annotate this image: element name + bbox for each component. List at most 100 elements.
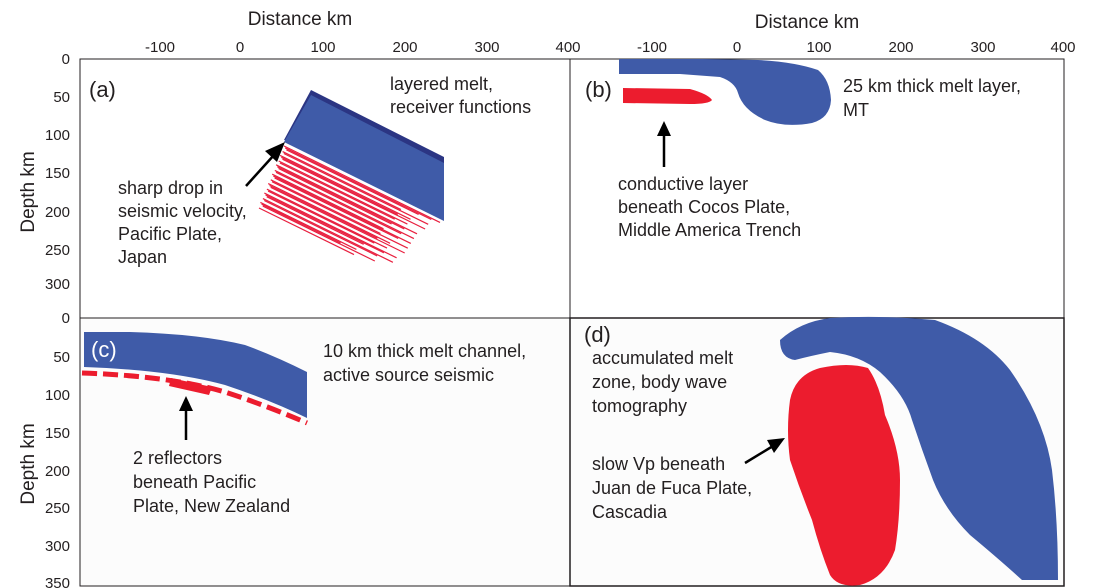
arrowhead-a <box>265 142 285 162</box>
melt-layer-line <box>274 177 399 240</box>
melt-layer-line <box>269 184 378 239</box>
panel-c-note-line: Plate, New Zealand <box>133 496 290 516</box>
panel-c-title-line: 10 km thick melt channel, <box>323 341 526 361</box>
x-tick-label: -100 <box>145 39 175 56</box>
panel-d-note-line: Juan de Fuca Plate, <box>592 478 752 498</box>
panel-b-title-line: 25 km thick melt layer, <box>843 76 1021 96</box>
y-axis-title-bottom: Depth km <box>18 423 39 504</box>
panel-b: (b) 25 km thick melt layer, MT conductiv… <box>585 59 1021 240</box>
panel-a-note-line: Japan <box>118 247 167 267</box>
panel-b-note-line: Middle America Trench <box>618 220 801 240</box>
arrowhead-c <box>179 396 193 411</box>
arrowhead-b <box>657 121 671 136</box>
melt-layer-lines-a <box>258 145 441 263</box>
panel-d: (d) accumulated melt zone, body wave tom… <box>584 316 1058 586</box>
arrowhead-d <box>767 438 785 453</box>
melt-layer-line <box>263 199 378 257</box>
panel-b-title-line: MT <box>843 100 869 120</box>
melt-layer-b <box>619 59 831 125</box>
y-tick-label: 100 <box>45 387 70 404</box>
melt-layer-line <box>278 160 408 225</box>
panel-d-title-line: accumulated melt <box>592 348 733 368</box>
panel-d-title-line: tomography <box>592 396 687 416</box>
melt-layer-line <box>264 192 397 259</box>
panel-d-letter: (d) <box>584 322 611 347</box>
panel-a-title-line: layered melt, <box>390 74 493 94</box>
melt-layer-line <box>266 196 364 245</box>
melt-layer-line <box>262 205 376 262</box>
plate-body-a <box>284 95 444 221</box>
panel-d-note-line: slow Vp beneath <box>592 454 725 474</box>
x-ticks-left: -100 0 100 200 300 400 <box>145 39 581 56</box>
melt-layer-line <box>275 164 418 235</box>
melt-layer-line <box>277 166 405 230</box>
panel-c-note-line: 2 reflectors <box>133 448 222 468</box>
melt-layer-line <box>258 207 355 256</box>
melt-layer-line <box>262 198 394 263</box>
x-axis-title-right: Distance km <box>755 12 860 33</box>
melt-layer-line <box>260 201 357 250</box>
melt-layer-line <box>274 169 415 240</box>
melt-layer-line <box>265 194 385 254</box>
y-tick-label: 50 <box>53 349 70 366</box>
melt-layer-line <box>273 175 412 244</box>
panel-c-title-line: active source seismic <box>323 365 494 385</box>
y-tick-label: 100 <box>45 127 70 144</box>
panel-b-note-line: conductive layer <box>618 174 748 194</box>
melt-layer-line <box>282 151 402 211</box>
y-tick-label: 0 <box>62 51 70 68</box>
melt-layer-line <box>261 203 341 244</box>
y-tick-label: 200 <box>45 463 70 480</box>
melt-layer-line <box>267 190 375 244</box>
melt-layer-line <box>279 162 395 220</box>
panel-d-title-line: zone, body wave <box>592 372 727 392</box>
melt-layer-line <box>283 145 441 223</box>
panel-c-note-line: beneath Pacific <box>133 472 256 492</box>
y-tick-label: 150 <box>45 165 70 182</box>
melt-layer-line <box>284 147 432 221</box>
melt-layer-line <box>271 181 409 249</box>
melt-layer-line <box>270 179 381 235</box>
panel-b-letter: (b) <box>585 77 612 102</box>
reflector-solid-c <box>169 378 212 395</box>
y-ticks-bottom: 0 50 100 150 200 250 300 350 <box>45 310 70 588</box>
x-tick-label: 100 <box>806 39 831 56</box>
x-tick-label: 300 <box>970 39 995 56</box>
y-tick-label: 200 <box>45 204 70 221</box>
y-tick-label: 300 <box>45 276 70 293</box>
panel-a-title-line: receiver functions <box>390 97 531 117</box>
y-axis-title-top: Depth km <box>18 151 39 232</box>
x-ticks-right: -100 0 100 200 300 400 <box>637 39 1076 56</box>
y-tick-label: 0 <box>62 310 70 327</box>
y-tick-label: 150 <box>45 425 70 442</box>
melt-layer-line <box>275 171 402 235</box>
y-tick-label: 300 <box>45 538 70 555</box>
conductive-layer-b <box>623 88 712 104</box>
x-tick-label: 100 <box>310 39 335 56</box>
panel-d-note-line: Cascadia <box>592 502 668 522</box>
y-tick-label: 250 <box>45 242 70 259</box>
panel-a-note-line: seismic velocity, <box>118 201 247 221</box>
melt-layer-line <box>283 152 429 225</box>
x-tick-label: 0 <box>733 39 741 56</box>
y-tick-label: 250 <box>45 500 70 517</box>
y-tick-label: 50 <box>53 89 70 106</box>
x-tick-label: 200 <box>888 39 913 56</box>
x-axis-title-left: Distance km <box>248 9 353 30</box>
slow-vp-d <box>788 365 900 586</box>
melt-layer-line <box>271 173 384 230</box>
melt-layer-line <box>282 158 426 230</box>
x-tick-label: 400 <box>555 39 580 56</box>
melt-layer-line <box>281 156 399 215</box>
arrow-a <box>245 154 275 187</box>
panel-a: (a) layered melt, receiver functions sha… <box>89 74 531 267</box>
panel-c-letter: (c) <box>91 337 117 362</box>
y-ticks-top: 0 50 100 150 200 250 300 <box>45 51 70 293</box>
x-tick-label: 400 <box>1050 39 1075 56</box>
x-tick-label: 0 <box>236 39 244 56</box>
melt-layer-line <box>266 188 388 249</box>
x-tick-label: 300 <box>474 39 499 56</box>
melt-layer-line <box>286 149 419 216</box>
panel-a-note-line: sharp drop in <box>118 178 223 198</box>
